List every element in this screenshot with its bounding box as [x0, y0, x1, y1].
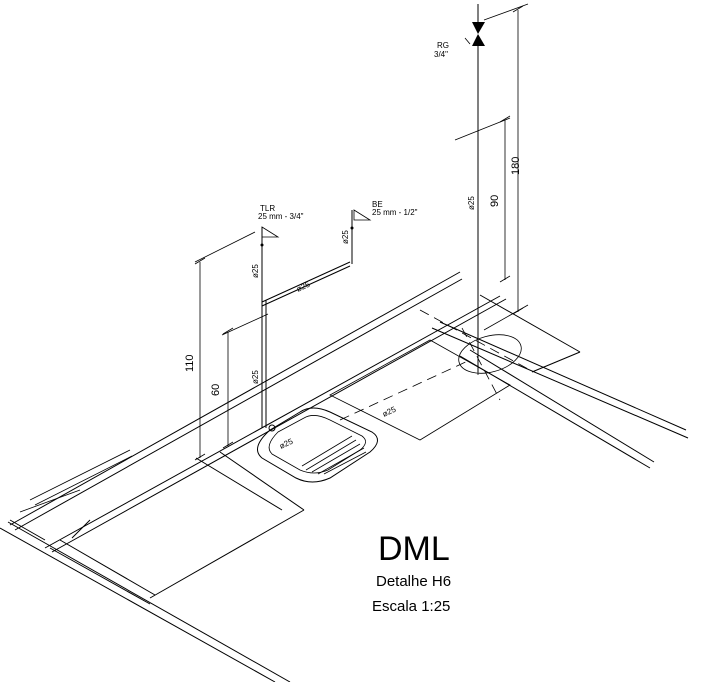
- rg-size-label: 3/4": [434, 50, 448, 59]
- sink-diameter-label: ø25: [278, 437, 295, 451]
- dim-180-label: 180: [510, 157, 522, 175]
- drain-diameter-label: ø25: [381, 405, 398, 419]
- riser-diameter-label: ø25: [467, 196, 476, 210]
- dim-60-label: 60: [210, 384, 222, 396]
- dimension-60: [221, 313, 269, 449]
- tlr-label: TLR: [260, 204, 275, 213]
- horizontal-pipe-diameter-label: ø25: [295, 280, 312, 294]
- drawing-scale: Escala 1:25: [372, 598, 450, 615]
- floor-lines: [149, 294, 689, 599]
- rg-valve-icon: [464, 4, 485, 46]
- be-diameter-label: ø25: [341, 230, 350, 244]
- dimension-180: [483, 3, 529, 331]
- drain-area: [329, 309, 531, 441]
- tlr-diameter-label-top: ø25: [251, 264, 260, 278]
- tlr-diameter-label-bottom: ø25: [251, 370, 260, 384]
- tlr-size-label: 25 mm - 3/4": [258, 212, 304, 221]
- dim-90-label: 90: [489, 195, 501, 207]
- tlr-valve-icon: [261, 226, 280, 238]
- wall-lines: [0, 271, 507, 682]
- dim-110-label: 110: [184, 354, 196, 372]
- connecting-pipe: [261, 261, 351, 303]
- rg-label: RG: [437, 41, 449, 50]
- sink-icon: [257, 407, 378, 483]
- floor-drain-icon: [458, 334, 522, 374]
- be-valve-icon: [353, 209, 372, 221]
- dimension-90: [454, 115, 511, 283]
- drawing-subtitle: Detalhe H6: [376, 573, 451, 590]
- be-size-label: 25 mm - 1/2": [372, 208, 418, 217]
- drawing-title: DML: [378, 530, 450, 568]
- dimension-110: [194, 231, 256, 461]
- be-label: BE: [372, 200, 383, 209]
